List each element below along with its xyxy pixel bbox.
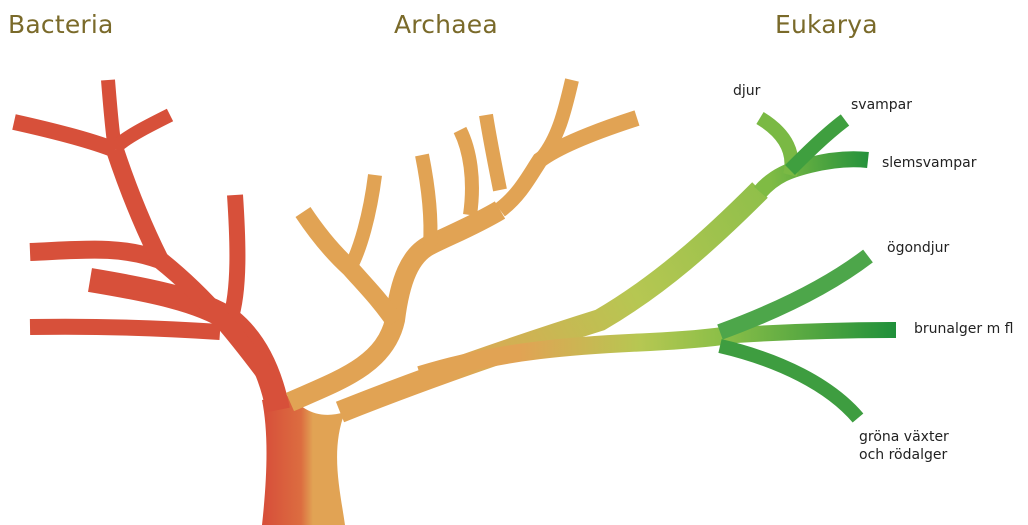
bacteria-branches	[14, 80, 278, 410]
eukarya-upper-branches	[760, 118, 868, 192]
label-svampar: svampar	[851, 96, 912, 114]
eukarya-lower-stem	[420, 335, 730, 375]
tree-trunk	[262, 395, 345, 525]
label-slemsvampar: slemsvampar	[882, 154, 976, 172]
label-brunalger: brunalger m fl	[914, 320, 1013, 338]
label-grona-line2: och rödalger	[859, 446, 949, 464]
label-ogondjur: ögondjur	[887, 239, 949, 257]
label-grona-line1: gröna växter	[859, 428, 949, 446]
eukarya-lower-branches	[720, 256, 896, 418]
label-djur: djur	[733, 82, 760, 100]
label-grona-vaxter: gröna växter och rödalger	[859, 428, 949, 464]
